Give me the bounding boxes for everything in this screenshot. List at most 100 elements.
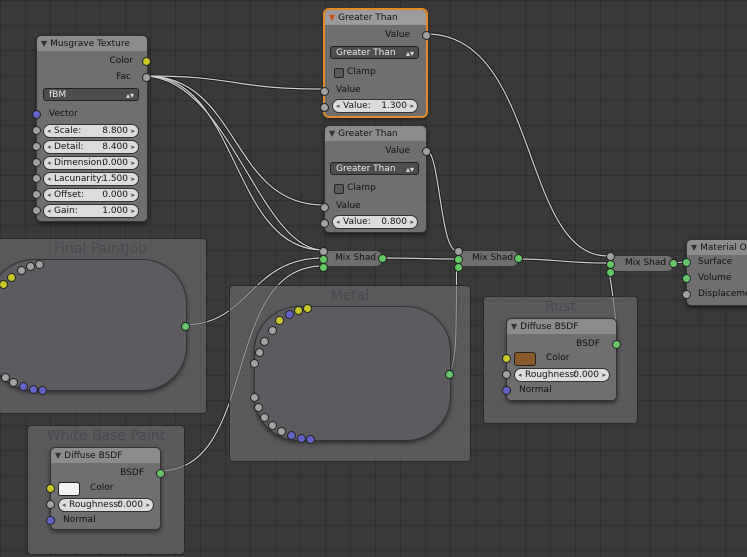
socket-color[interactable] [294, 306, 303, 315]
socket-float[interactable] [268, 326, 277, 335]
operation-dropdown[interactable]: Greater Than▴▾ [330, 162, 419, 175]
clamp-checkbox[interactable] [334, 68, 344, 78]
node-material-output[interactable]: ▼Material Ou Surface Volume Displacemen [682, 239, 747, 306]
musgrave-type-dropdown[interactable]: fBM▴▾ [43, 88, 139, 101]
output-socket-bsdf[interactable] [156, 469, 165, 478]
value-field[interactable]: ◂Value:1.300▸ [332, 99, 418, 113]
node-greater-than-1[interactable]: ▼Greater Than Value Greater Than▴▾ Clamp… [320, 9, 431, 117]
frame-metal[interactable]: Metal [229, 285, 471, 462]
input-socket-value-2[interactable] [320, 103, 329, 112]
offset-field[interactable]: ◂Offset:0.000▸ [43, 188, 139, 202]
node-header[interactable]: ▼Greater Than [325, 126, 426, 141]
input-socket-value-2[interactable] [320, 219, 329, 228]
socket-color[interactable] [303, 304, 312, 313]
input-socket-color[interactable] [46, 484, 55, 493]
collapse-triangle-icon[interactable]: ▼ [329, 13, 336, 22]
input-socket-color[interactable] [502, 354, 511, 363]
socket-vector[interactable] [29, 385, 38, 394]
socket-color[interactable] [7, 273, 16, 282]
socket-vector[interactable] [19, 382, 28, 391]
collapse-triangle-icon[interactable]: ▼ [691, 243, 698, 252]
roughness-field[interactable]: ◂Roughness:0.000▸ [58, 498, 154, 512]
collapse-triangle-icon[interactable]: ▼ [329, 129, 336, 138]
collapse-triangle-icon[interactable]: ▼ [511, 322, 518, 331]
socket-float[interactable] [254, 403, 263, 412]
input-socket-surface[interactable] [682, 258, 691, 267]
group-node-final-paintjob[interactable] [0, 259, 187, 391]
output-socket-fac[interactable] [142, 73, 151, 82]
input-socket-detail[interactable] [32, 142, 41, 151]
socket-float[interactable] [260, 413, 269, 422]
socket-float[interactable] [26, 262, 35, 271]
node-header[interactable]: ▼Musgrave Texture [37, 36, 147, 51]
socket-vector[interactable] [38, 386, 47, 395]
clamp-checkbox[interactable] [334, 184, 344, 194]
node-header[interactable]: ▼Greater Than [325, 10, 426, 25]
socket-float[interactable] [255, 348, 264, 357]
input-socket-vector[interactable] [32, 110, 41, 119]
gain-field[interactable]: ◂Gain:1.000▸ [43, 204, 139, 218]
group-output-socket[interactable] [181, 322, 190, 331]
output-socket-shader[interactable] [378, 254, 387, 263]
input-socket-roughness[interactable] [46, 500, 55, 509]
socket-float[interactable] [250, 393, 259, 402]
lacunarity-field[interactable]: ◂Lacunarity:1.500▸ [43, 172, 139, 186]
input-socket-gain[interactable] [32, 206, 41, 215]
roughness-field[interactable]: ◂Roughness:0.000▸ [514, 368, 610, 382]
socket-vector[interactable] [297, 434, 306, 443]
group-output-socket[interactable] [445, 370, 454, 379]
input-socket-shader-2[interactable] [454, 263, 463, 272]
node-musgrave-texture[interactable]: ▼Musgrave Texture Color Fac fBM▴▾ Vector… [32, 35, 151, 222]
detail-field[interactable]: ◂Detail:8.400▸ [43, 140, 139, 154]
socket-vector[interactable] [306, 435, 315, 444]
input-socket-shader-2[interactable] [606, 268, 615, 277]
color-swatch[interactable] [514, 352, 536, 366]
node-mix-shader-1[interactable]: Mix Shad [319, 247, 387, 272]
input-socket-normal[interactable] [502, 386, 511, 395]
socket-vector[interactable] [287, 431, 296, 440]
group-node-metal[interactable] [254, 306, 451, 441]
socket-color[interactable] [275, 316, 284, 325]
output-socket-value[interactable] [422, 147, 431, 156]
frame-final-paintjob[interactable]: Final PaintJob [0, 238, 207, 414]
node-mix-shader-3[interactable]: Mix Shad [606, 252, 678, 277]
input-socket-roughness[interactable] [502, 370, 511, 379]
input-socket-shader-2[interactable] [319, 263, 328, 272]
socket-vector[interactable] [285, 310, 294, 319]
socket-float[interactable] [250, 359, 259, 368]
input-socket-displacement[interactable] [682, 290, 691, 299]
operation-dropdown[interactable]: Greater Than▴▾ [330, 46, 419, 59]
output-socket-shader[interactable] [514, 254, 523, 263]
color-swatch[interactable] [58, 482, 80, 496]
value-field[interactable]: ◂Value:0.800▸ [332, 215, 418, 229]
socket-float[interactable] [268, 421, 277, 430]
node-mix-shader-2[interactable]: Mix Shad [454, 247, 523, 272]
socket-float[interactable] [9, 378, 18, 387]
input-socket-normal[interactable] [46, 516, 55, 525]
input-socket-lacunarity[interactable] [32, 174, 41, 183]
socket-float[interactable] [17, 266, 26, 275]
node-header[interactable]: ▼Diffuse BSDF [51, 448, 160, 463]
node-greater-than-2[interactable]: ▼Greater Than Value Greater Than▴▾ Clamp… [320, 125, 431, 233]
socket-float[interactable] [260, 337, 269, 346]
output-socket-shader[interactable] [669, 259, 678, 268]
node-diffuse-bsdf-white[interactable]: ▼Diffuse BSDF BSDF Color ◂Roughness:0.00… [46, 447, 165, 530]
socket-color[interactable] [0, 280, 8, 289]
socket-float[interactable] [1, 373, 10, 382]
input-socket-dimension[interactable] [32, 158, 41, 167]
output-socket-color[interactable] [142, 57, 151, 66]
output-socket-bsdf[interactable] [612, 340, 621, 349]
socket-float[interactable] [35, 260, 44, 269]
input-socket-volume[interactable] [682, 274, 691, 283]
socket-float[interactable] [277, 427, 286, 436]
node-diffuse-bsdf-rust[interactable]: ▼Diffuse BSDF BSDF Color ◂Roughness:0.00… [502, 318, 621, 401]
input-socket-offset[interactable] [32, 190, 41, 199]
dimension-field[interactable]: ◂Dimension:0.000▸ [43, 156, 139, 170]
node-header[interactable]: ▼Diffuse BSDF [507, 319, 616, 334]
input-socket-value-1[interactable] [320, 87, 329, 96]
input-socket-scale[interactable] [32, 126, 41, 135]
output-socket-value[interactable] [422, 31, 431, 40]
input-socket-value-1[interactable] [320, 203, 329, 212]
node-header[interactable]: ▼Material Ou [687, 240, 747, 255]
collapse-triangle-icon[interactable]: ▼ [41, 39, 48, 48]
